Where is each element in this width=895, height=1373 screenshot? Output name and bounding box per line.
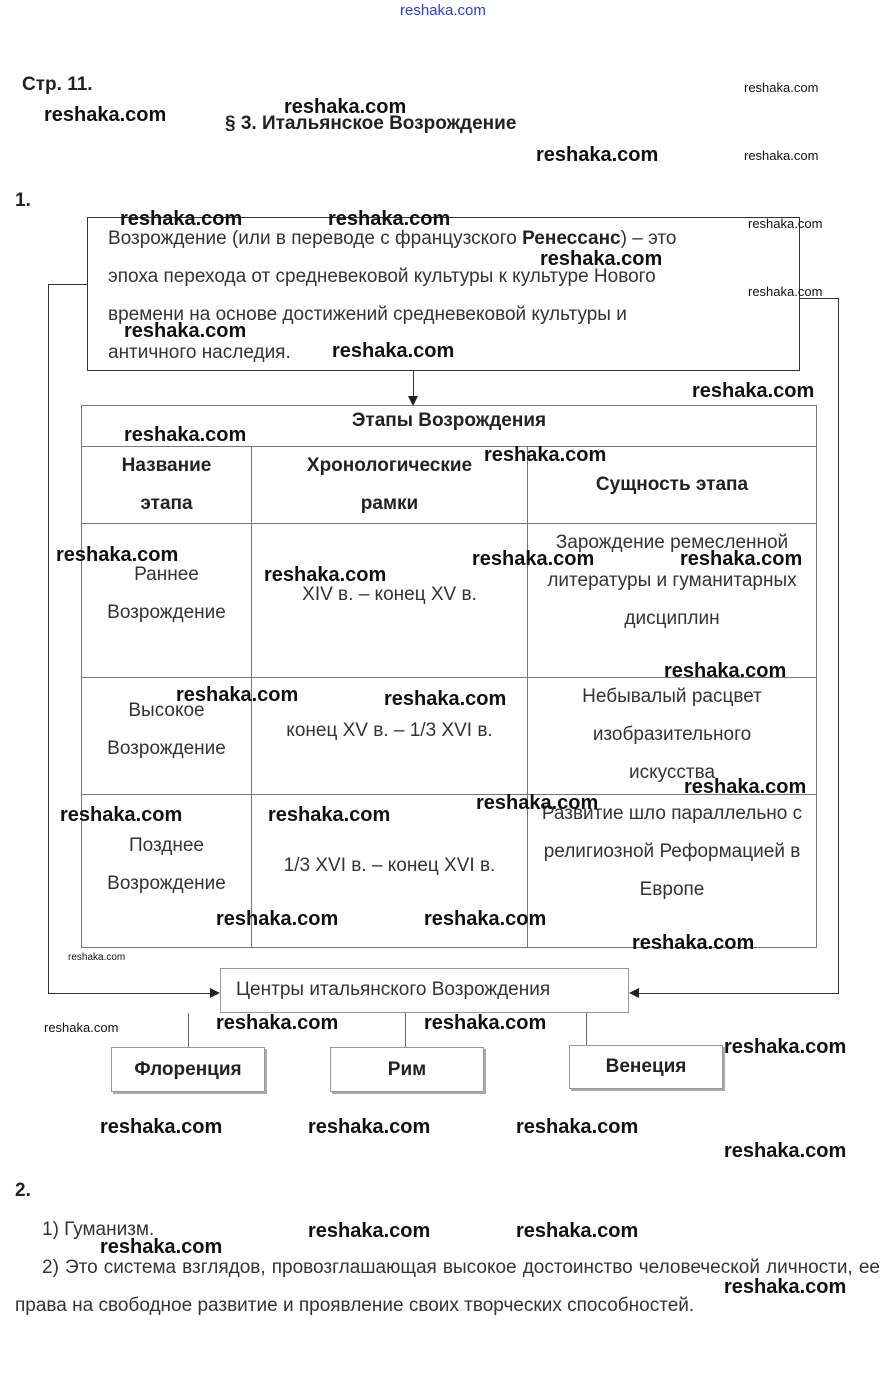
watermark: reshaka.com <box>692 380 815 402</box>
table-row: Высокое Возрождение конец XV в. – 1/3 XV… <box>81 677 817 795</box>
connector-line <box>48 284 87 285</box>
stage-essence: Развитие шло параллельно с религиозной Р… <box>527 794 817 948</box>
watermark: reshaka.com <box>308 1116 431 1138</box>
stage-essence: Зарождение ремесленной литературы и гума… <box>527 523 817 678</box>
page-label: Стр. 11. <box>22 74 93 95</box>
stage-name: Высокое Возрождение <box>81 677 252 795</box>
watermark: reshaka.com <box>684 776 807 798</box>
arrow-left-icon <box>629 988 639 998</box>
definition-line-2: эпоха перехода от средневековой культуры… <box>108 266 656 287</box>
center-venice: Венеция <box>569 1045 723 1089</box>
arrow-right-icon <box>210 988 220 998</box>
header-name: Название этапа <box>81 446 252 524</box>
watermark: reshaka.com <box>68 952 126 963</box>
watermark: reshaka.com <box>724 1036 847 1058</box>
watermark: reshaka.com <box>516 1116 639 1138</box>
watermark: reshaka.com <box>476 792 599 814</box>
answer-1: 1) Гуманизм. <box>42 1219 155 1240</box>
watermark: reshaka.com <box>748 284 823 299</box>
watermark: reshaka.com <box>308 1220 431 1242</box>
watermark: reshaka.com <box>44 104 167 126</box>
watermark: reshaka.com <box>216 1012 339 1034</box>
connector-line <box>188 1013 189 1047</box>
watermark: reshaka.com <box>540 248 663 270</box>
watermark: reshaka.com <box>516 1220 639 1242</box>
header-essence: Сущность этапа <box>527 446 817 524</box>
site-link[interactable]: reshaka.com <box>400 2 486 19</box>
definition-line-4: античного наследия. <box>108 342 291 363</box>
watermark: reshaka.com <box>424 1012 547 1034</box>
watermark: reshaka.com <box>664 660 787 682</box>
connector-line <box>413 371 414 397</box>
watermark: reshaka.com <box>536 144 659 166</box>
table-row: Раннее Возрождение XIV в. – конец XV в. … <box>81 523 817 678</box>
stage-essence: Небывалый расцвет изобразительного искус… <box>527 677 817 795</box>
watermark: reshaka.com <box>44 1020 119 1035</box>
watermark: reshaka.com <box>124 320 247 342</box>
watermark: reshaka.com <box>724 1140 847 1162</box>
centers-title: Центры итальянского Возрождения <box>236 979 551 1000</box>
centers-box: Центры итальянского Возрождения <box>220 968 629 1013</box>
center-rome: Рим <box>330 1047 484 1092</box>
watermark: reshaka.com <box>632 932 755 954</box>
watermark: reshaka.com <box>472 548 595 570</box>
watermark: reshaka.com <box>680 548 803 570</box>
stage-period: XIV в. – конец XV в. <box>251 523 528 678</box>
task-2-number: 2. <box>15 1180 31 1201</box>
stages-table: Этапы Возрождения Название этапа Хроноло… <box>81 405 817 948</box>
connector-line <box>48 993 211 994</box>
watermark: reshaka.com <box>424 908 547 930</box>
connector-line <box>586 1013 587 1045</box>
table-row: Позднее Возрождение 1/3 XVI в. – конец X… <box>81 794 817 948</box>
watermark: reshaka.com <box>60 804 183 826</box>
watermark: reshaka.com <box>744 80 819 95</box>
task-1-number: 1. <box>15 190 31 211</box>
arrow-down-icon <box>408 396 418 406</box>
section-title: § 3. Итальянское Возрождение <box>225 113 517 134</box>
connector-line <box>639 993 839 994</box>
watermark: reshaka.com <box>332 340 455 362</box>
table-title: Этапы Возрождения <box>81 405 817 447</box>
watermark: reshaka.com <box>744 148 819 163</box>
header-period: Хронологические рамки <box>251 446 528 524</box>
watermark: reshaka.com <box>268 804 391 826</box>
connector-line <box>838 298 839 994</box>
answer-2: 2) Это система взглядов, провозглашающая… <box>15 1257 880 1316</box>
watermark: reshaka.com <box>724 1276 847 1298</box>
definition-line-3: времени на основе достижений средневеков… <box>108 304 627 325</box>
stage-name: Позднее Возрождение <box>81 794 252 948</box>
watermark: reshaka.com <box>484 444 607 466</box>
watermark: reshaka.com <box>284 96 407 118</box>
definition-box: Возрождение (или в переводе с французско… <box>87 217 800 371</box>
watermark: reshaka.com <box>264 564 387 586</box>
stage-period: конец XV в. – 1/3 XVI в. <box>251 677 528 795</box>
watermark: reshaka.com <box>100 1116 223 1138</box>
watermark: reshaka.com <box>100 1236 223 1258</box>
connector-line <box>48 284 49 994</box>
stage-name: Раннее Возрождение <box>81 523 252 678</box>
watermark: reshaka.com <box>176 684 299 706</box>
definition-line-1: Возрождение (или в переводе с французско… <box>108 228 677 249</box>
watermark: reshaka.com <box>124 424 247 446</box>
watermark: reshaka.com <box>748 216 823 231</box>
watermark: reshaka.com <box>56 544 179 566</box>
watermark: reshaka.com <box>120 208 243 230</box>
watermark: reshaka.com <box>384 688 507 710</box>
connector-line <box>800 298 838 299</box>
connector-line <box>405 1013 406 1047</box>
watermark: reshaka.com <box>216 908 339 930</box>
center-florence: Флоренция <box>111 1047 265 1092</box>
watermark: reshaka.com <box>328 208 451 230</box>
